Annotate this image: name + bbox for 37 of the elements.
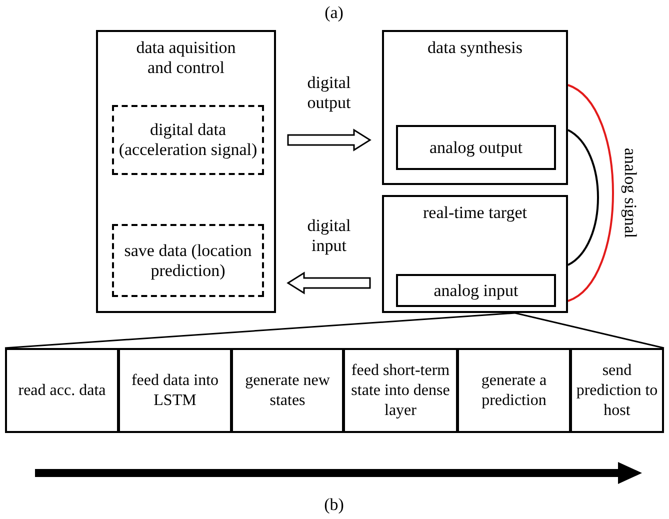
dashed-box: [112, 105, 264, 175]
process-step-box: [457, 348, 571, 433]
process-step-box: [231, 348, 344, 433]
box-text: digital data (acceleration signal): [118, 120, 258, 160]
hollow-arrow: [287, 128, 372, 152]
box-text: save data (location prediction): [123, 240, 253, 280]
box-heading: data aquisition and control: [135, 38, 237, 78]
step-text: generate new states: [244, 370, 331, 410]
magnification-line: [514, 312, 664, 349]
edge-label: analog signal: [620, 148, 640, 238]
dashed-box: [112, 224, 264, 297]
inner-box: [396, 274, 556, 307]
module-box: [382, 195, 568, 313]
panel-label: (a): [324, 3, 344, 23]
box-heading: real-time target: [422, 203, 528, 223]
process-step-box: [570, 348, 664, 433]
process-step-box: [343, 348, 458, 433]
box-text: analog output: [429, 138, 522, 158]
step-text: generate a prediction: [480, 370, 548, 410]
edge-label: digital input: [306, 216, 352, 256]
step-text: read acc. data: [18, 380, 106, 400]
signal-curve: [567, 129, 599, 266]
module-box: [382, 30, 568, 185]
module-box: [96, 30, 276, 313]
box-heading: data synthesis: [426, 38, 524, 58]
step-text: send prediction to host: [576, 360, 658, 420]
hollow-arrow: [286, 272, 371, 294]
process-step-box: [118, 348, 232, 433]
magnification-line: [4, 312, 516, 349]
signal-curve: [568, 84, 614, 302]
inner-box: [396, 125, 556, 170]
edge-label: digital output: [306, 73, 352, 113]
process-step-box: [5, 348, 119, 433]
box-text: analog input: [434, 280, 518, 300]
panel-label: (b): [324, 495, 344, 515]
step-text: feed data into LSTM: [130, 370, 220, 410]
step-text: feed short-term state into dense layer: [350, 360, 451, 420]
